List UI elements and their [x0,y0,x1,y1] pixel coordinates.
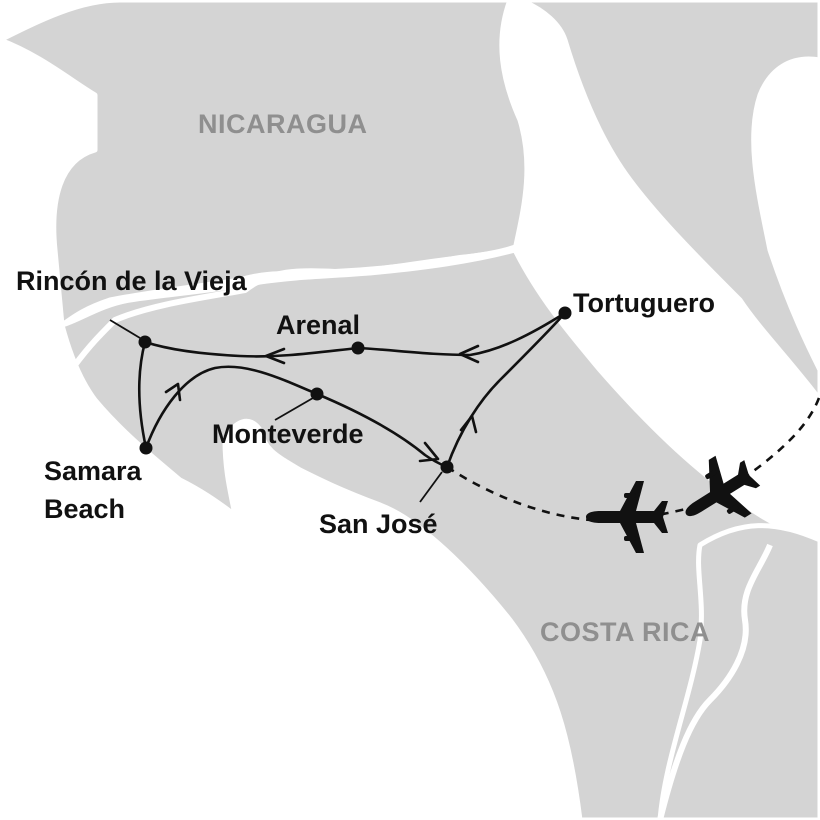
arrow-to-tortuguero-icon [459,414,478,434]
label-tortuguero: Tortuguero [573,288,715,318]
airplane-icon [586,481,668,553]
costa-rica-panama-border [657,543,773,820]
label-arenal: Arenal [276,310,360,340]
country-label-nicaragua: NICARAGUA [198,109,368,139]
nicaragua-costa-rica-border [72,242,524,367]
route-rincon-to-samara [138,341,148,449]
country-label-costa-rica: COSTA RICA [540,617,710,647]
stop-dot-samara-beach [139,441,153,455]
stop-dot-arenal [351,341,365,355]
country-labels: NICARAGUA COSTA RICA [198,109,710,647]
stop-dot-monteverde [310,387,324,401]
leader-monteverde [274,397,314,421]
route-tortuguero-to-arenal [357,311,566,357]
northeast-land [517,0,820,403]
route-arenal-to-rincon [144,340,359,358]
airplane-icon [685,455,761,518]
arrow-to-monteverde-icon [164,382,182,402]
route-san-jose-to-tortuguero [445,312,566,468]
label-rincon-de-la-vieja: Rincón de la Vieja [16,266,248,296]
panama-land [657,523,820,820]
stop-dot-tortuguero [558,306,572,320]
leader-rincon [109,319,141,339]
label-samara-beach-line2: Beach [44,494,125,524]
leader-san-jose [419,471,443,503]
stop-dot-san-jose [440,460,454,474]
arrow-to-arenal-icon [458,344,480,364]
stops-layer [138,306,572,474]
label-samara-beach-line1: Samara [44,456,143,486]
label-san-jose: San José [319,509,438,539]
label-monteverde: Monteverde [212,419,364,449]
costa-rica-land [59,247,820,820]
arrow-to-rincon-icon [264,347,286,365]
stop-dot-rincon-de-la-vieja [138,335,152,349]
arrow-to-san-jose-icon [418,441,440,463]
flight-route [446,394,820,522]
place-labels: Rincón de la Vieja Arenal Tortuguero Mon… [16,266,715,539]
